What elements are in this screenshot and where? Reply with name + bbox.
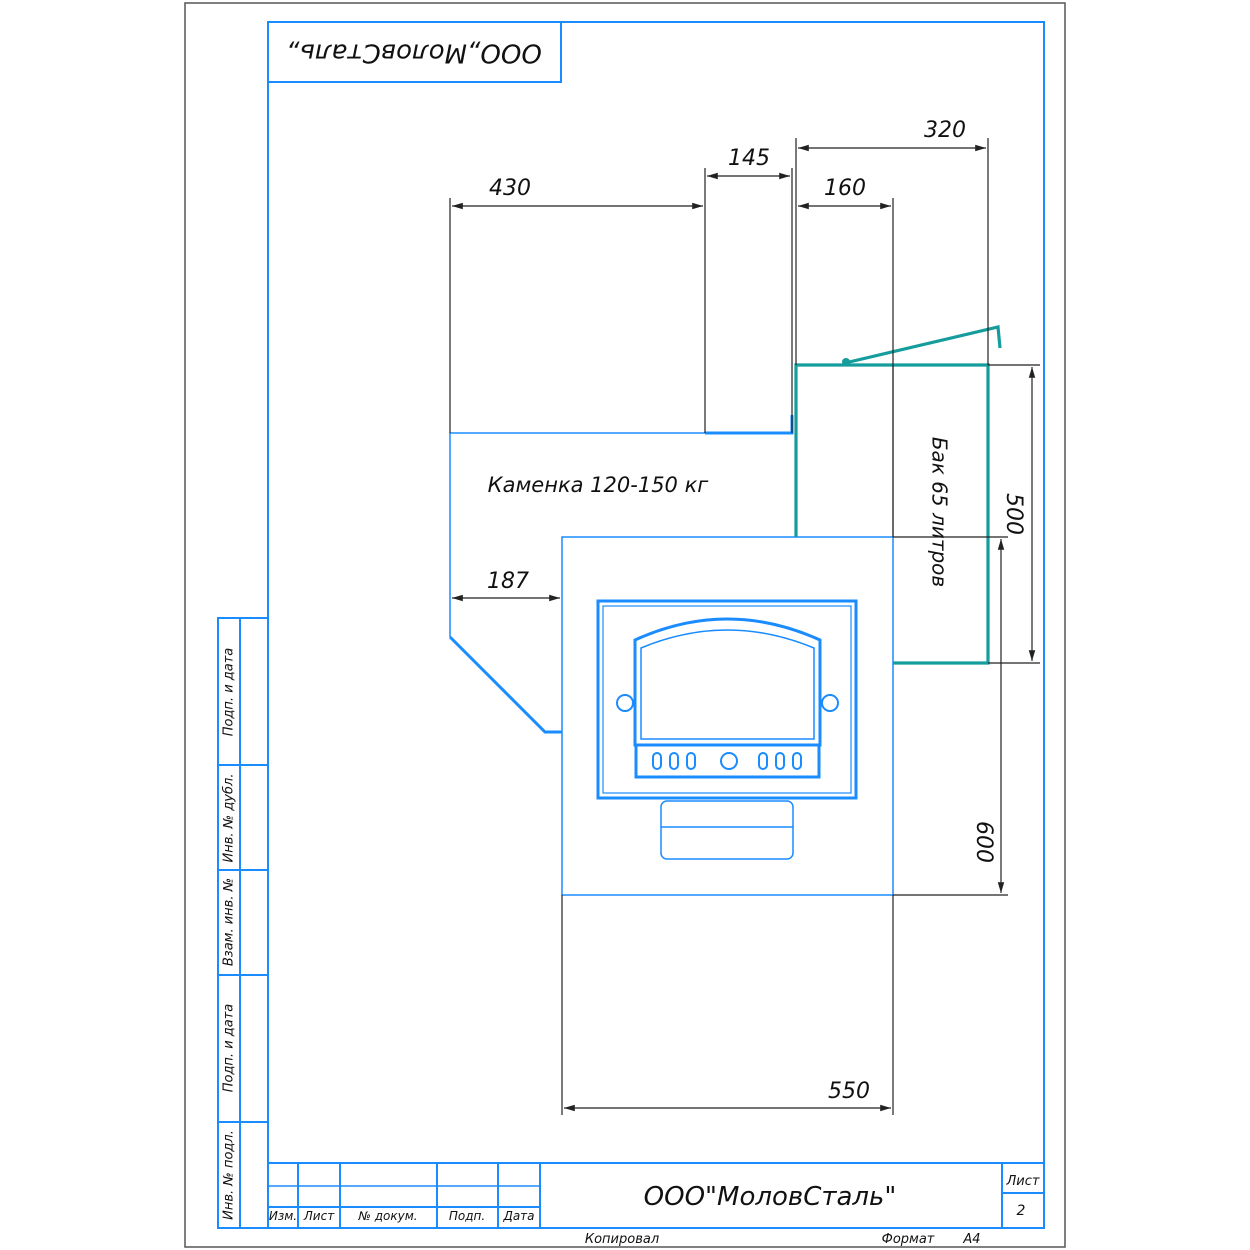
top-stamp-box bbox=[267, 21, 562, 83]
vent-hole bbox=[686, 752, 696, 770]
vent-hole bbox=[775, 752, 785, 770]
title-sheet-number: 2 bbox=[1017, 1203, 1026, 1219]
door-arch-outer bbox=[633, 617, 822, 747]
title-header-signature: Подп. bbox=[449, 1209, 485, 1223]
title-header-document: № докум. bbox=[357, 1209, 417, 1223]
vent-hole bbox=[792, 752, 802, 770]
format-label: Формат bbox=[882, 1232, 935, 1247]
dim-187: 187 bbox=[487, 569, 529, 594]
side-strip-label: Инв. № дубл. bbox=[222, 774, 237, 863]
door-hinge-right bbox=[821, 694, 839, 712]
side-strip-label: Подп. и дата bbox=[222, 1004, 237, 1093]
title-block: Изм. Лист № докум. Подп. Дата ООО"МоловС… bbox=[268, 1162, 1044, 1247]
side-strip-label: Взам. инв. № bbox=[222, 878, 237, 966]
dim-500: 500 bbox=[1001, 493, 1026, 535]
side-strip-label: Подп. и дата bbox=[222, 648, 237, 737]
door-hinge-left bbox=[616, 694, 634, 712]
vent-hole bbox=[758, 752, 768, 770]
format-value: А4 bbox=[962, 1232, 980, 1247]
vent-hole bbox=[669, 752, 679, 770]
ash-pan bbox=[660, 800, 794, 860]
title-sheet-label: Лист bbox=[1006, 1174, 1040, 1189]
dim-160: 160 bbox=[824, 176, 866, 201]
copied-label: Копировал bbox=[585, 1232, 659, 1247]
dim-145: 145 bbox=[728, 146, 770, 171]
outer-sheet-border bbox=[184, 2, 1066, 1248]
dim-600: 600 bbox=[971, 821, 996, 863]
tank-outline bbox=[794, 363, 990, 665]
air-vent-strip bbox=[634, 743, 821, 779]
door-arch-inner bbox=[640, 629, 815, 740]
extension-lines bbox=[449, 138, 1040, 1115]
water-tank bbox=[794, 325, 1002, 665]
vent-knob bbox=[720, 752, 738, 770]
stones-label: Каменка 120-150 кг bbox=[488, 473, 710, 497]
dim-430: 430 bbox=[489, 176, 531, 201]
drawing-frame bbox=[267, 21, 1045, 1229]
tank-label: Бак 65 литров bbox=[928, 437, 952, 587]
side-strip: Подп. и дата Инв. № дубл. Взам. инв. № П… bbox=[217, 617, 269, 1229]
dim-320: 320 bbox=[924, 118, 966, 143]
title-header-date: Дата bbox=[502, 1209, 534, 1223]
vent-hole bbox=[652, 752, 662, 770]
stone-heater-lower bbox=[448, 635, 562, 734]
door-plate bbox=[602, 605, 852, 794]
top-stamp-text: ООО„МоловСталь„ bbox=[286, 38, 542, 68]
tank-lid-hinge bbox=[842, 358, 850, 366]
title-header-change: Изм. bbox=[269, 1209, 297, 1223]
dimension-lines bbox=[452, 144, 1036, 1112]
side-strip-label: Инв. № подл. bbox=[222, 1130, 237, 1220]
stone-heater-step bbox=[705, 415, 794, 435]
dim-550: 550 bbox=[828, 1079, 870, 1104]
tank-lid bbox=[844, 325, 1002, 365]
door-frame bbox=[596, 599, 858, 800]
stove-firebox-front bbox=[561, 536, 894, 896]
title-header-sheet: Лист bbox=[303, 1209, 335, 1223]
title-company-name: ООО"МоловСталь" bbox=[644, 1182, 897, 1212]
